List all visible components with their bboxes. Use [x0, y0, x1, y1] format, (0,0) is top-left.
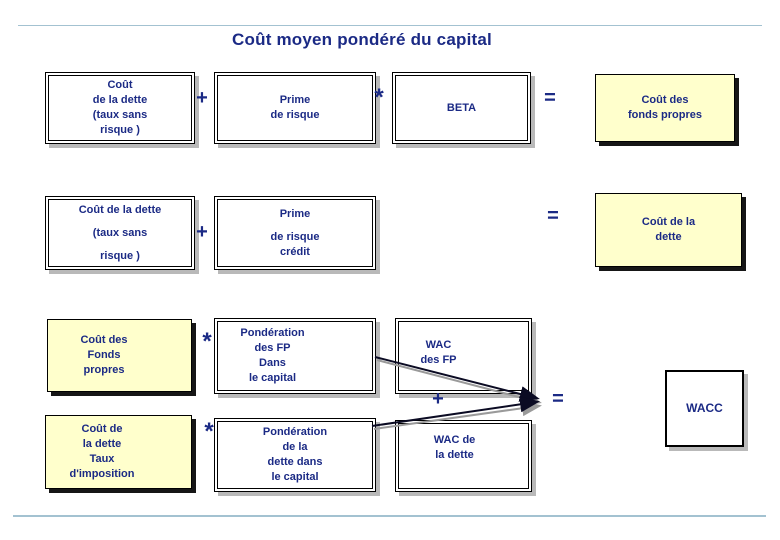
box-beta-label: BETA	[446, 101, 477, 114]
box-beta: BETA	[392, 72, 531, 144]
bottom-rule-line	[13, 515, 766, 517]
operator-equals-row1: =	[544, 87, 556, 109]
operator-times-row1: *	[374, 84, 384, 111]
operator-plus-result: +	[432, 388, 444, 410]
top-rule-line	[18, 25, 762, 26]
page-title: Coût moyen pondéré du capital	[232, 30, 492, 49]
operator-times-row3: *	[202, 328, 212, 355]
operator-equals-row2: =	[547, 205, 559, 227]
operator-equals-result: =	[552, 388, 564, 410]
operator-plus-row2: +	[196, 221, 208, 243]
box-wacc-result-label: WACC	[686, 401, 723, 415]
operator-plus-row1: +	[196, 87, 208, 109]
operator-times-row4: *	[204, 418, 214, 445]
box-wacc-result: WACC	[665, 370, 744, 447]
